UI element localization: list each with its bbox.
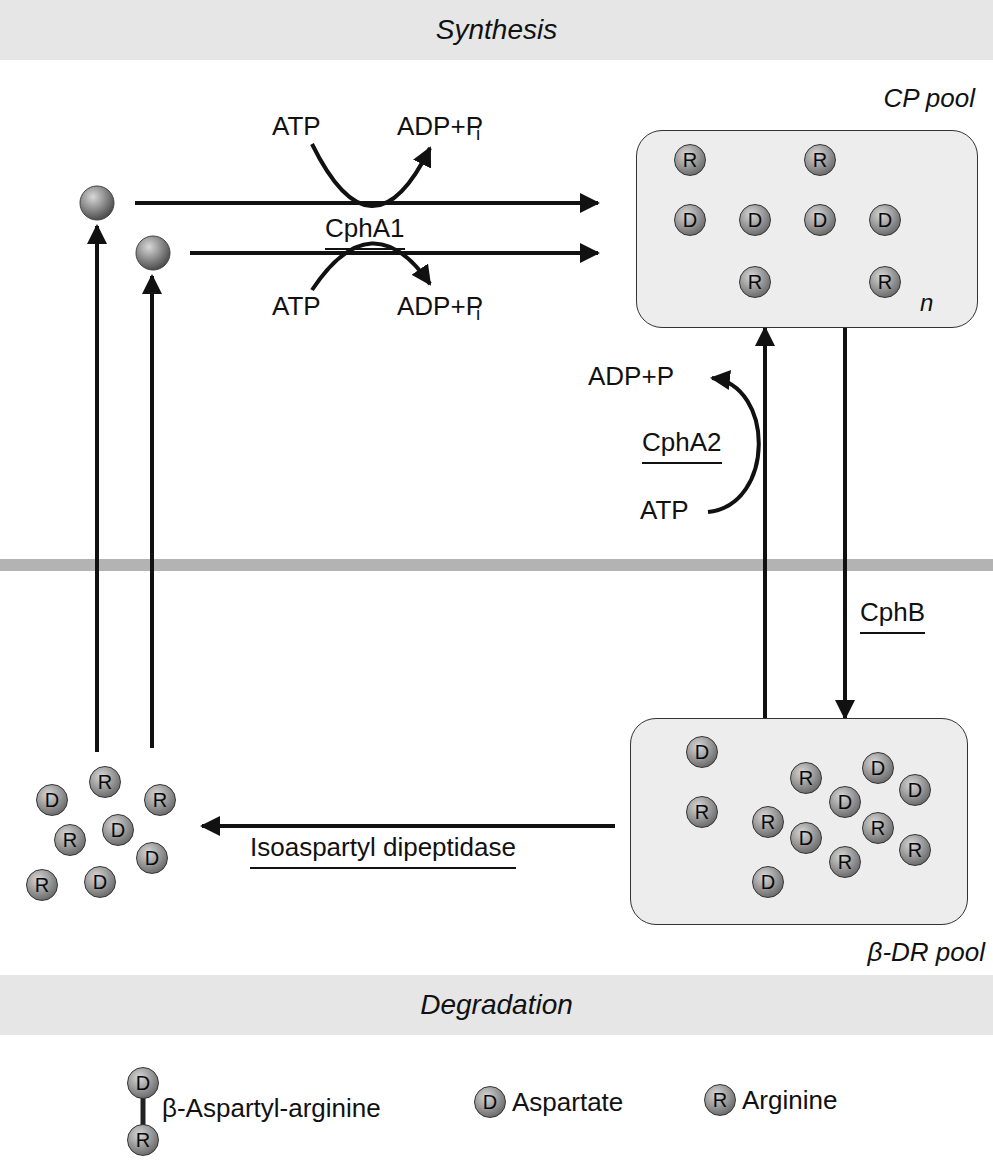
pool-label: CP pool — [883, 83, 975, 114]
connector-arrow — [763, 328, 767, 718]
amino-sphere — [136, 236, 170, 270]
atp-label: ATP — [272, 292, 321, 321]
residue-letter: R — [98, 772, 112, 792]
residue-letter: D — [799, 828, 813, 848]
amino-acid-circle: R — [674, 144, 706, 176]
amino-acid-circle: D — [474, 1086, 506, 1118]
residue-letter: D — [878, 210, 892, 230]
amino-acid-circle: R — [829, 846, 861, 878]
band-label: Synthesis — [436, 14, 557, 46]
residue-letter: R — [761, 812, 775, 832]
residue-letter: R — [713, 1090, 727, 1110]
amino-acid-circle: D — [36, 784, 68, 816]
atp-label: ATP — [272, 112, 321, 141]
residue-letter: D — [145, 848, 159, 868]
residue-letter: D — [136, 1073, 150, 1093]
amino-acid-circle: R — [89, 766, 121, 798]
adp-label: ADP+P — [397, 112, 483, 141]
enzyme-label: CphA2 — [642, 428, 722, 464]
amino-acid-circle: R — [790, 762, 822, 794]
enzyme-label: CphB — [860, 598, 925, 634]
amino-acid-circle: D — [127, 1067, 159, 1099]
amino-acid-circle: R — [899, 834, 931, 866]
amino-acid-circle: D — [804, 204, 836, 236]
amino-acid-circle: D — [899, 774, 931, 806]
arrow — [95, 226, 99, 752]
title-band: Degradation — [0, 975, 993, 1035]
amino-acid-circle: R — [752, 806, 784, 838]
amino-acid-circle: R — [862, 812, 894, 844]
connector-arrow — [843, 328, 847, 718]
residue-letter: D — [908, 780, 922, 800]
residue-letter: R — [695, 802, 709, 822]
atp-label: ATP — [640, 496, 689, 525]
residue-letter: D — [838, 792, 852, 812]
amino-sphere — [80, 186, 114, 220]
residue-letter: R — [153, 790, 167, 810]
amino-acid-circle: R — [144, 784, 176, 816]
title-band: Synthesis — [0, 0, 993, 60]
amino-acid-circle: D — [686, 736, 718, 768]
amino-acid-circle: D — [136, 842, 168, 874]
residue-letter: D — [683, 210, 697, 230]
residue-letter: D — [813, 210, 827, 230]
amino-acid-circle: D — [752, 866, 784, 898]
pool-box: β-DR pool — [630, 718, 968, 925]
residue-letter: D — [748, 210, 762, 230]
amino-acid-circle: D — [674, 204, 706, 236]
amino-acid-circle: R — [54, 824, 86, 856]
residue-letter: R — [683, 150, 697, 170]
amino-acid-circle: D — [102, 814, 134, 846]
amino-acid-circle: R — [869, 266, 901, 298]
residue-letter: R — [838, 852, 852, 872]
amino-acid-circle: R — [127, 1124, 159, 1156]
amino-acid-circle: D — [84, 866, 116, 898]
arrow — [150, 276, 154, 748]
adp-label: ADP+P — [397, 292, 483, 321]
residue-letter: D — [93, 872, 107, 892]
amino-acid-circle: D — [862, 752, 894, 784]
residue-letter: D — [761, 872, 775, 892]
residue-letter: R — [748, 272, 762, 292]
amino-acid-circle: R — [704, 1084, 736, 1116]
amino-acid-circle: R — [686, 796, 718, 828]
enzyme-label: CphA1 — [325, 214, 405, 250]
residue-letter: R — [63, 830, 77, 850]
amino-acid-circle: D — [829, 786, 861, 818]
amino-acid-circle: D — [739, 204, 771, 236]
residue-letter: D — [695, 742, 709, 762]
enzyme-label: Isoaspartyl dipeptidase — [250, 833, 516, 869]
arrow — [190, 251, 598, 255]
band-label: Degradation — [420, 989, 573, 1021]
residue-letter: R — [136, 1130, 150, 1150]
amino-acid-circle: R — [26, 869, 58, 901]
subscript: i — [476, 124, 480, 145]
atp-arc — [312, 243, 430, 290]
adp-label: ADP+P — [588, 362, 674, 391]
residue-letter: R — [799, 768, 813, 788]
amino-acid-circle: D — [869, 204, 901, 236]
residue-letter: R — [908, 840, 922, 860]
residue-letter: R — [35, 875, 49, 895]
pool-label: β-DR pool — [868, 937, 985, 968]
residue-letter: D — [45, 790, 59, 810]
residue-letter: D — [871, 758, 885, 778]
residue-letter: R — [813, 150, 827, 170]
residue-letter: R — [878, 272, 892, 292]
amino-acid-circle: D — [790, 822, 822, 854]
legend-text: Arginine — [742, 1085, 837, 1116]
repeat-index: n — [920, 290, 933, 316]
amino-acid-circle: R — [804, 144, 836, 176]
arrow — [202, 824, 615, 828]
atp-arc — [312, 144, 430, 206]
legend-text: Aspartate — [512, 1087, 623, 1118]
legend-text: β-Aspartyl-arginine — [162, 1093, 381, 1124]
amino-acid-circle: R — [739, 266, 771, 298]
residue-letter: R — [871, 818, 885, 838]
residue-letter: D — [111, 820, 125, 840]
residue-letter: D — [483, 1092, 497, 1112]
subscript: i — [476, 304, 480, 325]
